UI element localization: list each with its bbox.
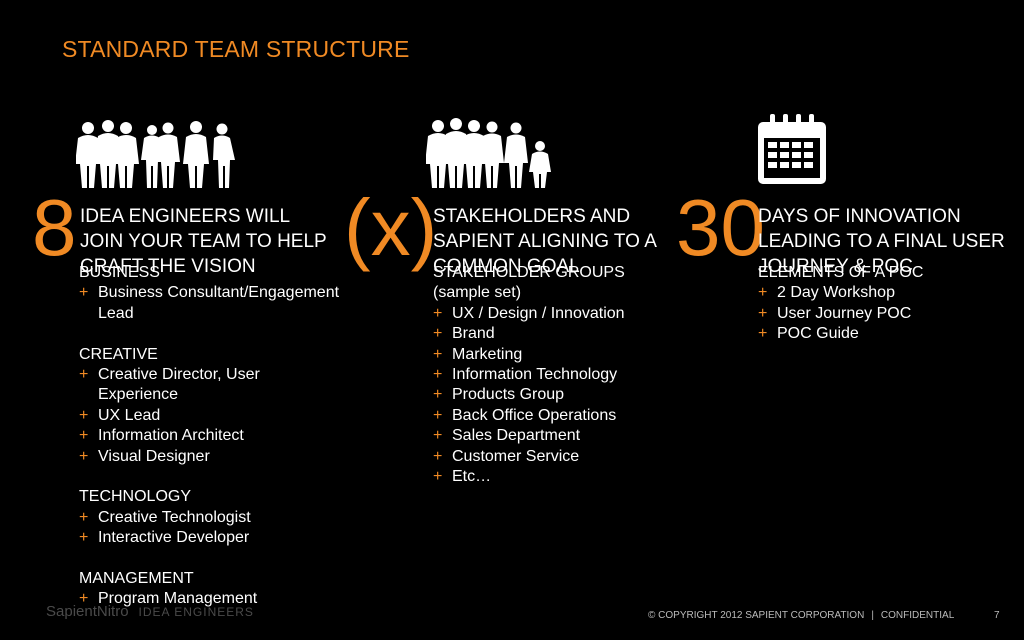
poc-elements-list: ELEMENTS OF A POC +2 Day Workshop +User …: [758, 263, 1008, 345]
big-number-8: 8: [32, 183, 77, 272]
plus-icon: +: [433, 406, 443, 424]
list-item: +Creative Technologist: [79, 508, 379, 528]
plus-icon: +: [79, 508, 89, 526]
group-stakeholders: STAKEHOLDER GROUPS (sample set) +UX / De…: [433, 263, 713, 487]
list-item: +User Journey POC: [758, 304, 1008, 324]
plus-icon: +: [433, 325, 443, 343]
group-poc: ELEMENTS OF A POC +2 Day Workshop +User …: [758, 263, 1008, 345]
group-sublabel: (sample set): [433, 284, 522, 302]
plus-icon: +: [79, 406, 89, 424]
plus-icon: +: [433, 366, 443, 384]
plus-icon: +: [79, 590, 89, 608]
list-item: +Brand: [433, 324, 713, 344]
plus-icon: +: [79, 529, 89, 547]
plus-icon: +: [79, 284, 89, 302]
plus-icon: +: [79, 447, 89, 465]
copyright-text: © COPYRIGHT 2012 SAPIENT CORPORATION: [648, 610, 865, 621]
calendar-icon: [758, 114, 826, 184]
footer-copyright: © COPYRIGHT 2012 SAPIENT CORPORATION | CON…: [648, 610, 954, 621]
page-title: STANDARD TEAM STRUCTURE: [62, 36, 410, 62]
big-number-x: (x): [344, 183, 438, 272]
stakeholder-silhouettes-icon: [426, 118, 551, 188]
list-item: +UX Lead: [79, 406, 379, 426]
group-business: BUSINESS +Business Consultant/Engagement…: [79, 263, 379, 324]
plus-icon: +: [79, 427, 89, 445]
list-item: +Information Technology: [433, 365, 713, 385]
list-item: +Products Group: [433, 385, 713, 405]
list-item: +2 Day Workshop: [758, 283, 1008, 303]
plus-icon: +: [79, 366, 89, 384]
confidential-text: CONFIDENTIAL: [880, 610, 955, 621]
list-item: +Interactive Developer: [79, 528, 379, 548]
group-label: ELEMENTS OF A POC: [758, 264, 924, 281]
plus-icon: +: [433, 427, 443, 445]
group-label: MANAGEMENT: [79, 570, 194, 588]
group-label: BUSINESS: [79, 264, 160, 281]
list-item: +Sales Department: [433, 426, 713, 446]
group-label: TECHNOLOGY: [79, 488, 192, 506]
group-technology: TECHNOLOGY +Creative Technologist +Inter…: [79, 487, 379, 548]
list-item: +UX / Design / Innovation: [433, 304, 713, 324]
logo-name: SapientNitro: [46, 603, 129, 620]
plus-icon: +: [433, 345, 443, 363]
plus-icon: +: [758, 304, 768, 322]
group-creative: CREATIVE +Creative Director, User Experi…: [79, 345, 379, 467]
column-heading-days-innovation: DAYS OF INNOVATION LEADING TO A FINAL US…: [758, 206, 1005, 277]
column-heading-idea-engineers: IDEA ENGINEERS WILL JOIN YOUR TEAM TO HE…: [80, 206, 327, 277]
stakeholder-groups-list: STAKEHOLDER GROUPS (sample set) +UX / De…: [433, 263, 713, 487]
group-label: CREATIVE: [79, 345, 158, 363]
plus-icon: +: [433, 304, 443, 322]
list-item: +Information Architect: [79, 426, 379, 446]
group-label: STAKEHOLDER GROUPS: [433, 264, 625, 281]
list-item: +Program Management: [79, 589, 379, 609]
list-item: +POC Guide: [758, 324, 1008, 344]
page-number: 7: [994, 610, 1000, 621]
list-item: +Visual Designer: [79, 447, 379, 467]
list-item: +Customer Service: [433, 447, 713, 467]
list-item: +Business Consultant/Engagement Lead: [79, 284, 340, 322]
big-number-30: 30: [676, 183, 765, 272]
logo-sub: IDEA ENGINEERS: [138, 605, 254, 619]
group-management: MANAGEMENT +Program Management: [79, 569, 379, 610]
list-item: +Marketing: [433, 345, 713, 365]
plus-icon: +: [433, 447, 443, 465]
brand-logo: SapientNitro IDEA ENGINEERS: [46, 603, 254, 620]
team-silhouettes-icon: [76, 120, 235, 188]
list-item: +Creative Director, User Experience: [79, 366, 260, 404]
plus-icon: +: [433, 386, 443, 404]
list-item: +Etc…: [433, 467, 713, 487]
footer-separator: |: [871, 610, 874, 621]
team-roles-list: BUSINESS +Business Consultant/Engagement…: [79, 263, 379, 610]
column-heading-stakeholders: STAKEHOLDERS AND SAPIENT ALIGNING TO A C…: [433, 206, 656, 277]
plus-icon: +: [433, 468, 443, 486]
plus-icon: +: [758, 325, 768, 343]
plus-icon: +: [758, 284, 768, 302]
list-item: +Back Office Operations: [433, 406, 713, 426]
